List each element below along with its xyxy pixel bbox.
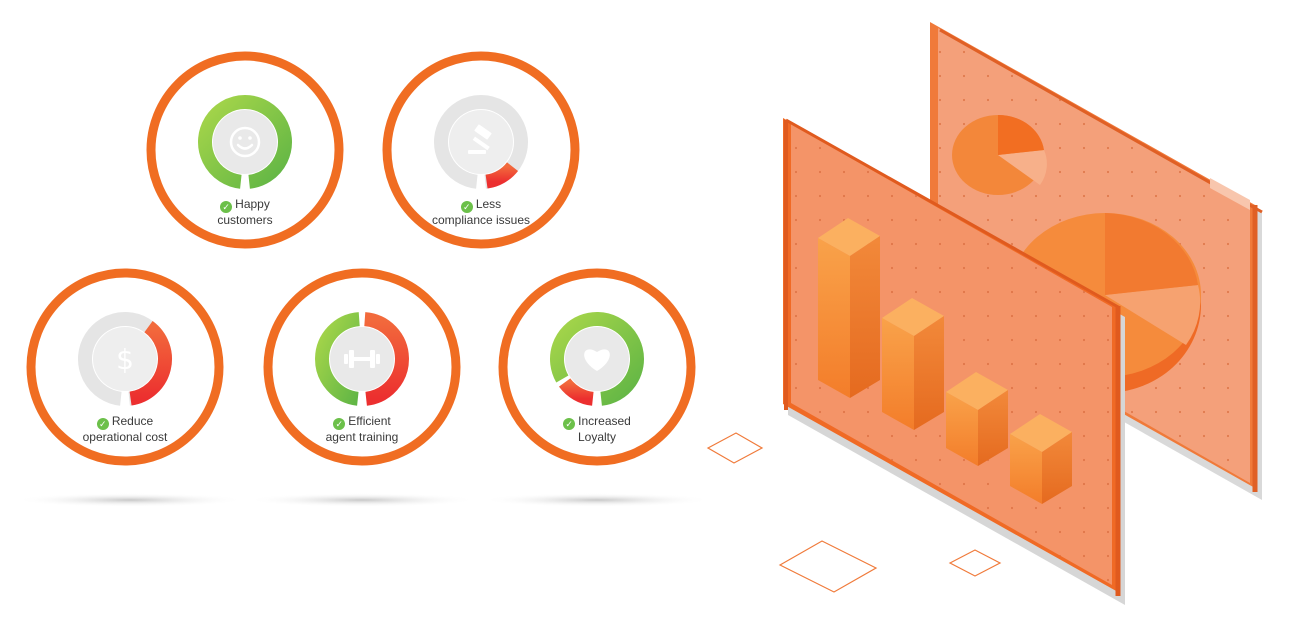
badge-loyalty: [498, 268, 696, 466]
check-icon: ✓: [333, 418, 346, 430]
heart-icon: [584, 349, 610, 371]
gauge: [198, 95, 292, 189]
shadow: [482, 493, 712, 507]
check-icon: ✓: [220, 201, 233, 213]
badge-line1: Happy: [235, 197, 270, 211]
shadow: [247, 493, 477, 507]
check-icon: ✓: [96, 418, 109, 430]
gauge: [315, 312, 409, 406]
badge-line1: Efficient: [348, 414, 391, 428]
badge-line2: customers: [217, 213, 273, 227]
gauge: [550, 312, 644, 406]
badge-happy: [146, 51, 344, 249]
badge-label-compliance: ✓Less compliance issues: [401, 197, 561, 228]
check-icon: ✓: [563, 418, 576, 430]
badge-line2: agent training: [325, 430, 399, 444]
pie-chart-small: [952, 114, 1047, 195]
gauge: [434, 95, 528, 189]
badge-cost: $: [26, 268, 224, 466]
floor-tiles: [706, 432, 1002, 593]
check-icon: ✓: [460, 201, 473, 213]
bar: [818, 218, 880, 398]
badge-line1: Increased: [578, 414, 631, 428]
bar: [882, 298, 944, 430]
shadow: [15, 493, 245, 507]
badge-label-training: ✓Efficient agent training: [282, 414, 442, 445]
badge-label-cost: ✓Reduce operational cost: [45, 414, 205, 445]
back-panel: [930, 22, 1263, 500]
badge-training: [263, 268, 461, 466]
bar: [946, 372, 1008, 466]
badge-group: $: [26, 51, 696, 466]
badge-line2: operational cost: [82, 430, 168, 444]
gauge: [78, 312, 172, 406]
badge-line1: Less: [475, 197, 502, 211]
bar-chart-3d: [818, 218, 1072, 504]
badge-compliance: [382, 51, 580, 249]
svg-text:$: $: [116, 343, 134, 376]
bar: [1010, 414, 1072, 504]
badge-label-happy: ✓Happy customers: [165, 197, 325, 228]
badge-line2: Loyalty: [577, 430, 617, 444]
badge-line1: Reduce: [111, 414, 154, 428]
smiley-icon: [229, 126, 261, 158]
dollar-icon: $: [116, 343, 134, 376]
gavel-icon: [468, 124, 492, 154]
badge-line2: compliance issues: [431, 213, 531, 227]
dumbbell-icon: [344, 350, 380, 368]
